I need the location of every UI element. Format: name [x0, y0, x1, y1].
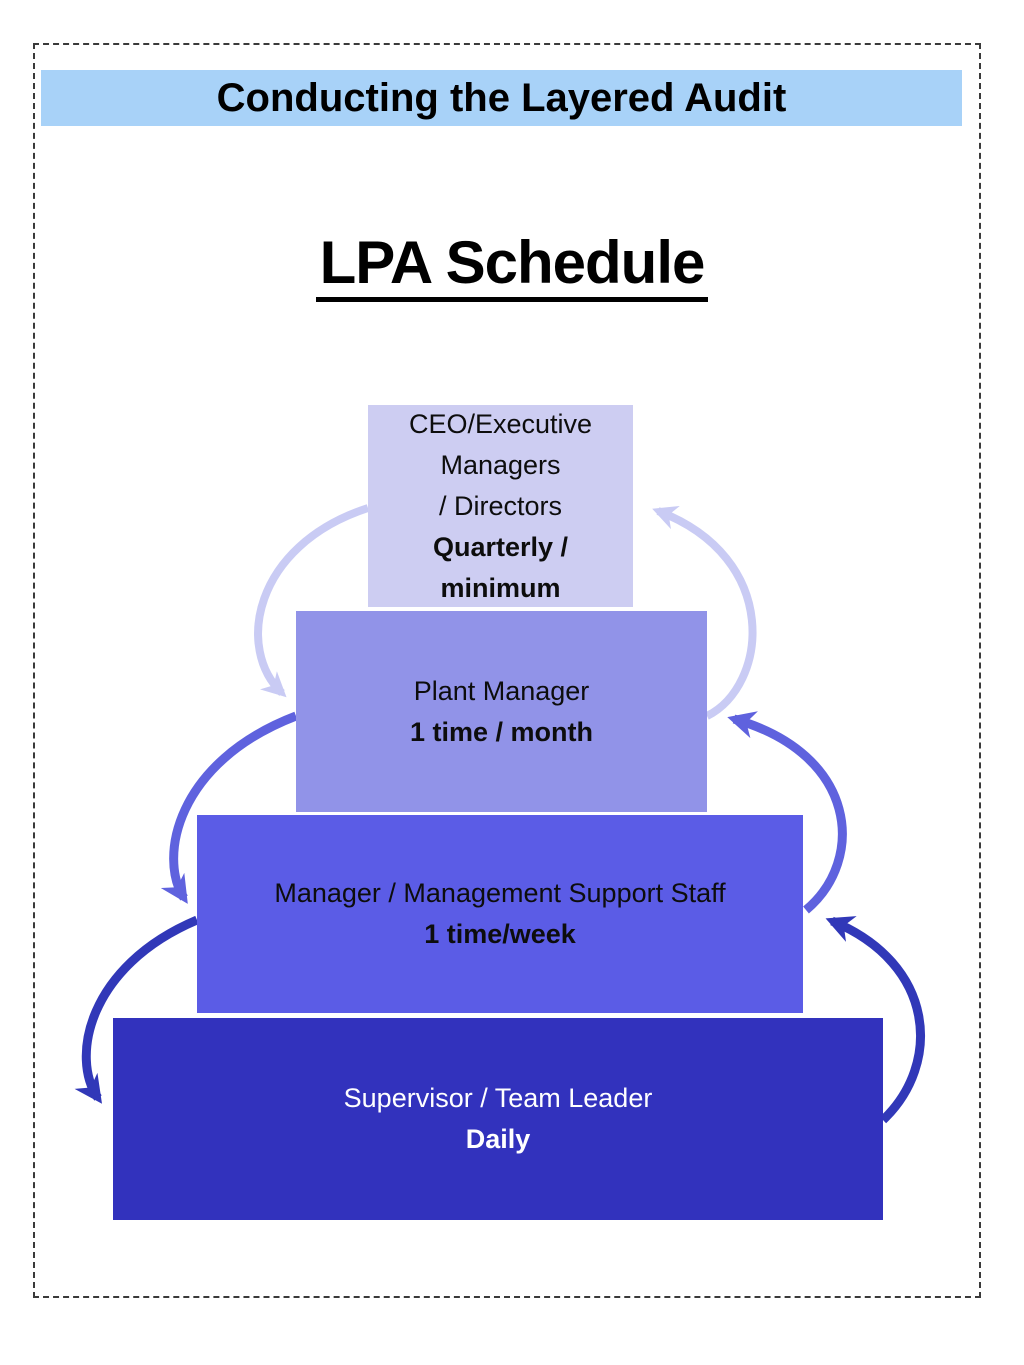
level-role-line: / Directors [438, 490, 563, 521]
level-frequency-line: 1 time / month [409, 716, 593, 747]
level-role-line: Supervisor / Team Leader [343, 1083, 653, 1113]
level-box-ceo-executive: CEO/Executive Managers / Directors Quart… [368, 405, 633, 607]
level-box-manager-support-staff: Manager / Management Support Staff 1 tim… [197, 815, 803, 1013]
page-dashed-border [33, 43, 981, 1298]
level-frequency-line: minimum [440, 572, 561, 603]
level-box-supervisor-team-leader: Supervisor / Team Leader Daily [113, 1018, 883, 1220]
level-frequency-line: Quarterly / [432, 531, 569, 562]
level-role-line: Plant Manager [413, 675, 590, 706]
level-frequency-line: 1 time/week [424, 919, 576, 949]
level-box-plant-manager: Plant Manager 1 time / month [296, 611, 707, 812]
level-role-line: Manager / Management Support Staff [274, 878, 726, 908]
main-heading-text: LPA Schedule [315, 231, 709, 302]
slide-title: Conducting the Layered Audit [216, 75, 787, 120]
slide-header-bar: Conducting the Layered Audit [41, 70, 962, 126]
level-role-line: Managers [440, 449, 561, 480]
level-role-line: CEO/Executive [408, 408, 593, 439]
main-heading: LPA Schedule [0, 231, 1024, 302]
level-frequency-line: Daily [465, 1124, 531, 1154]
